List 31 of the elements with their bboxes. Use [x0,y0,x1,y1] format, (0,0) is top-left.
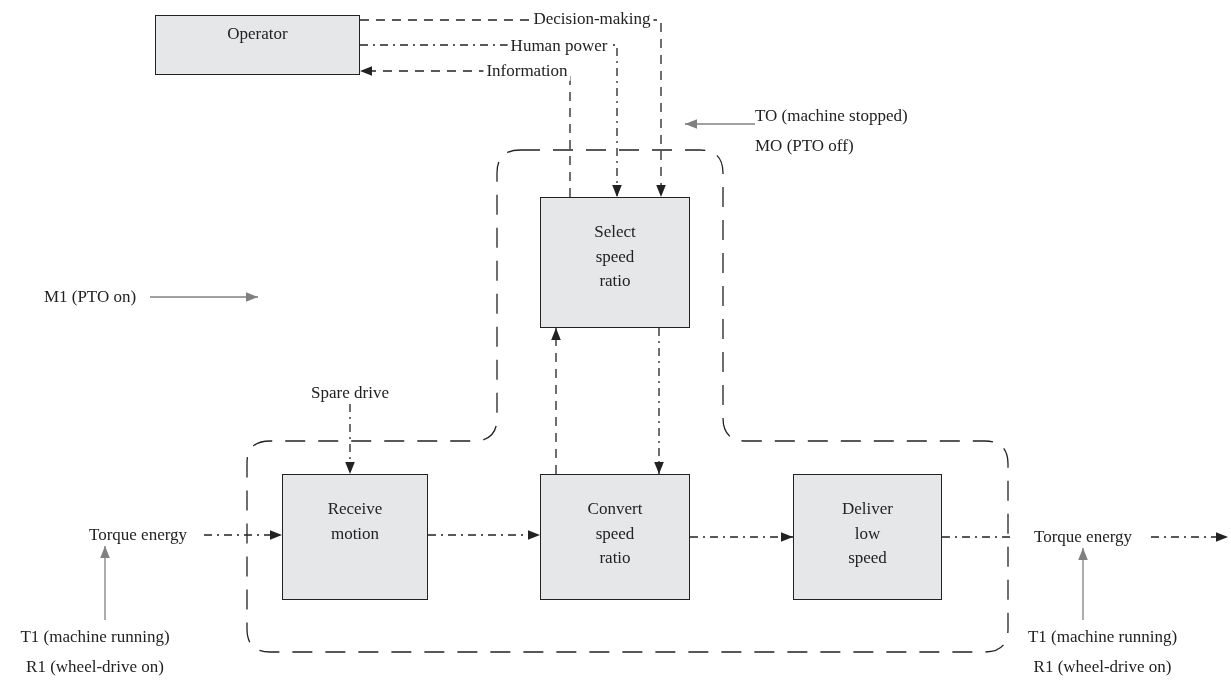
flow-arrow [654,327,664,475]
process-box [540,474,690,600]
output-label: Torque energy [1033,525,1133,548]
state-label: T1 (machine running) [1027,626,1178,649]
process-box [282,474,428,600]
flow-arrow [345,403,355,475]
flow-arrow [551,327,561,475]
box-label: Convert speed ratio [587,498,643,570]
process-box [155,15,360,75]
state-label: R1 (wheel-drive on) [26,656,164,678]
box-label: Deliver low speed [842,498,893,570]
input-label: Spare drive [311,381,389,404]
process-box [540,197,690,328]
flow-arrow [427,530,541,540]
input-label: Torque energy [88,523,188,546]
box-label: Select speed ratio [594,221,636,293]
state-label: R1 (wheel-drive on) [1033,656,1172,678]
state-label: M1 (PTO on) [43,285,137,308]
state-arrow [684,119,756,129]
box-label: Receive motion [327,498,383,545]
flow-arrow [689,532,794,542]
state-label: MO (PTO off) [755,135,854,157]
state-label: T1 (machine running) [20,626,170,649]
state-label: TO (machine stopped) [755,105,908,128]
flow-arrow [1150,532,1229,542]
box-label: Operator [227,23,288,45]
state-arrow [100,545,110,621]
process-box [793,474,942,600]
state-arrow [1078,547,1088,621]
flow-arrow [203,530,283,540]
state-arrow [149,292,259,302]
